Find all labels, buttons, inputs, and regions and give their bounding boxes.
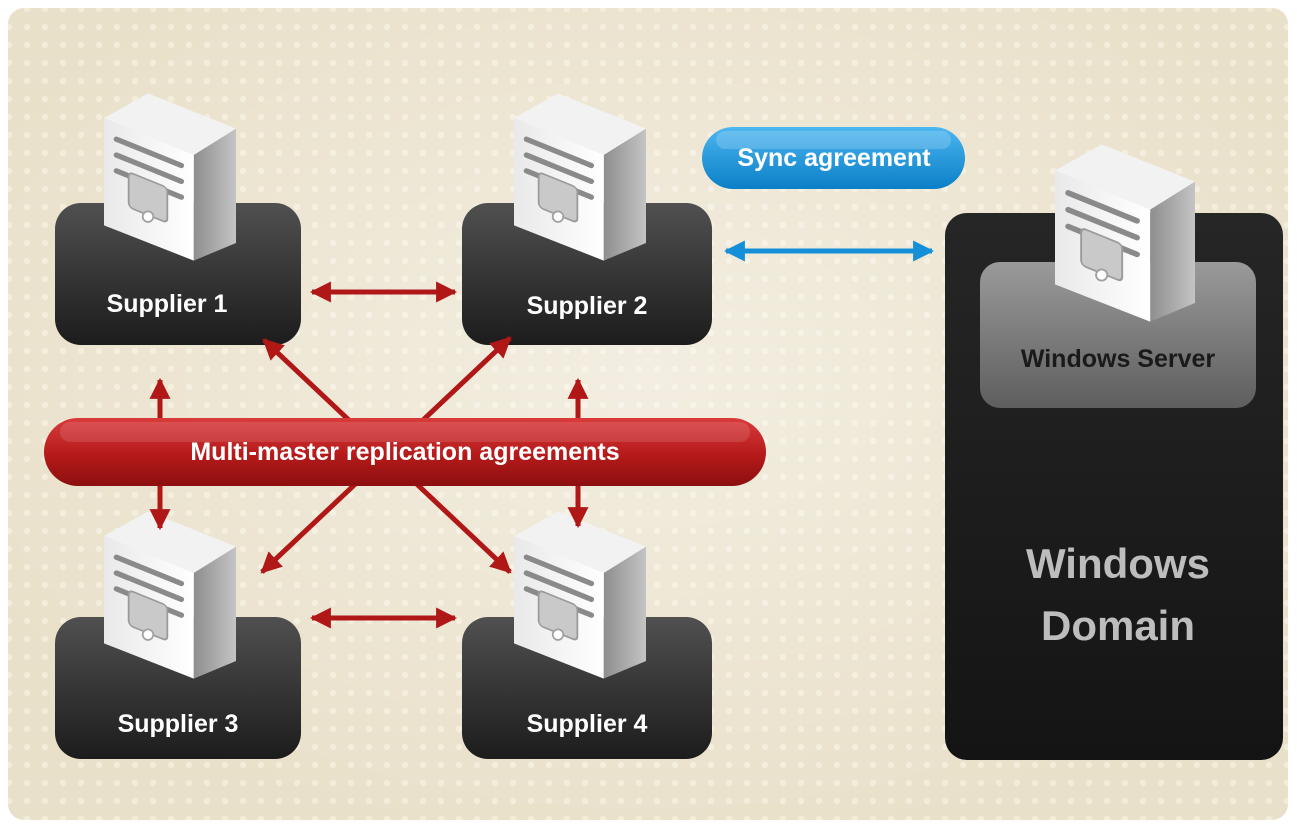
supplier-node-2: Supplier 2 xyxy=(462,93,712,345)
supplier-node-1: Supplier 1 xyxy=(55,93,301,345)
supplier-node-3: Supplier 3 xyxy=(55,511,301,759)
windows-domain-label-line2: Domain xyxy=(1041,602,1195,649)
supplier-label: Supplier 1 xyxy=(107,290,228,318)
sync-agreement: Sync agreement xyxy=(702,127,965,262)
supplier-label: Supplier 2 xyxy=(527,292,648,320)
replication-banner: Multi-master replication agreements xyxy=(44,418,766,486)
sync-label: Sync agreement xyxy=(737,144,931,172)
supplier-node-4: Supplier 4 xyxy=(462,511,712,759)
replication-label: Multi-master replication agreements xyxy=(190,438,619,466)
windows-domain-box: Windows Server Windows Domain xyxy=(945,144,1283,760)
windows-server-label: Windows Server xyxy=(1021,345,1216,373)
supplier-label: Supplier 4 xyxy=(527,710,648,738)
supplier-label: Supplier 3 xyxy=(118,710,239,738)
windows-domain-label-line1: Windows xyxy=(1026,540,1210,587)
